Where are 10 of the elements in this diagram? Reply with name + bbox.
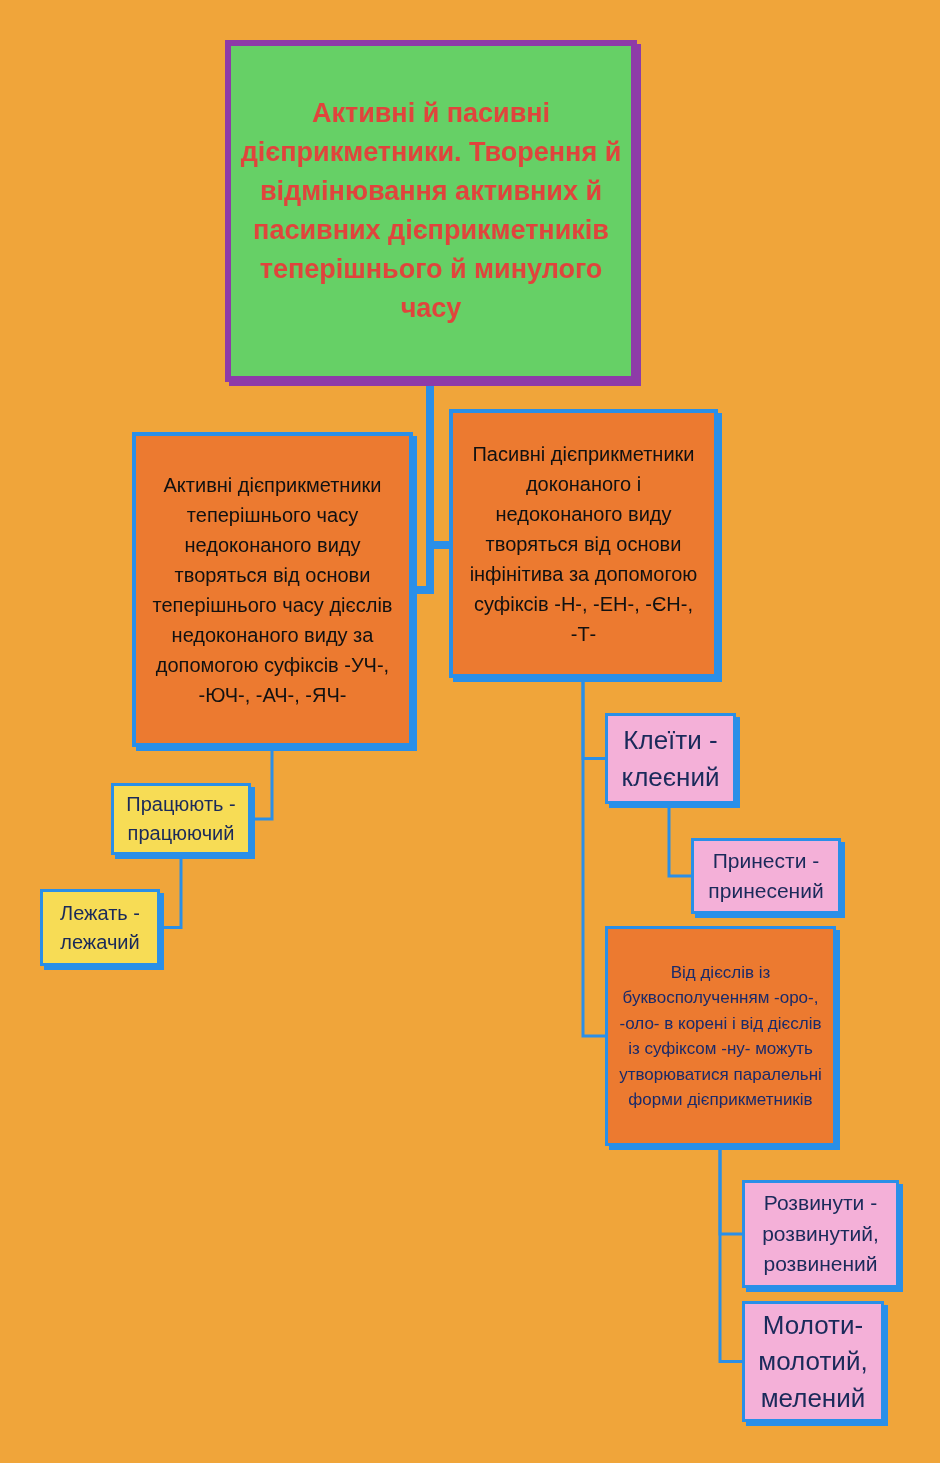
topic-text: Активні й пасивні дієприкметники. Творення й відмінювання активних й пасивних дієприкметників теперішнього й минулого часу [239,96,623,326]
topic-text: Від дієслів із буквосполученням -оро-, -оло- в корені і від дієслів із суфіксом -ну- можуть утворюватися паралельні форми дієприкметників [618,961,823,1111]
topic-text: Розвинути - розвинутий, розвинений [761,1190,880,1278]
topic-text: Лежать - лежачий [59,900,141,955]
topic-text: Пасивні дієприкметники доконаного і недоконаного виду творяться від основи інфінітива за допомогою суфіксів -Н-, -ЕН-, -ЄН-, -Т- [468,441,699,647]
topic-text: Працюють - працюючий [125,792,237,846]
topic-text: Активні дієприкметники теперішнього часу недоконаного виду творяться від основи теперішнього часу дієслів недоконаного виду за допомогою суфіксів -УЧ-, -ЮЧ-, -АЧ-, -ЯЧ- [151,472,394,708]
topic-text: Принести - принесений [707,847,825,904]
topic-text: Молоти- молотий, мелений [757,1308,869,1415]
topic-text: Клеїти - клеєний [620,724,721,794]
